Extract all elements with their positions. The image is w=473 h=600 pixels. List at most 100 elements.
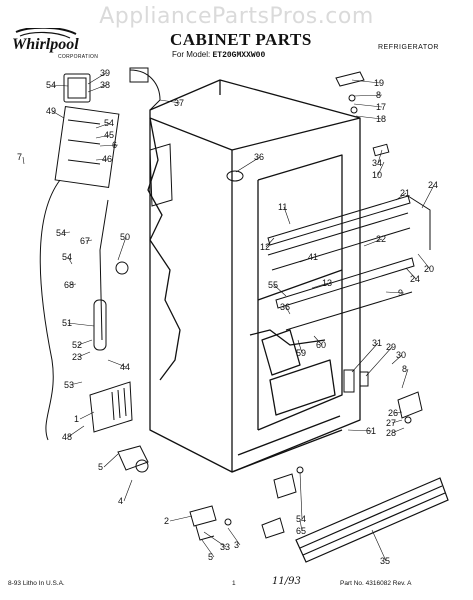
category-label: REFRIGERATOR (378, 44, 439, 51)
callout-37: 37 (174, 98, 184, 108)
leader-line (95, 122, 111, 129)
callout-30: 30 (396, 350, 406, 360)
leader-line (95, 134, 111, 139)
footer-litho: 8-93 Litho In U.S.A. (8, 580, 65, 587)
leader-line (363, 238, 383, 247)
leader-line (371, 529, 387, 562)
leader-line (351, 79, 381, 84)
leader-line (273, 284, 287, 297)
callout-60: 60 (316, 340, 326, 350)
compressor-panel (89, 381, 133, 433)
leader-line (351, 342, 379, 373)
callout-2: 2 (164, 516, 169, 526)
callout-36: 36 (254, 152, 264, 162)
brand-name: Whirlpool (12, 36, 79, 53)
callout-44: 44 (120, 362, 130, 372)
control-box (54, 73, 120, 188)
callout-54: 54 (104, 118, 114, 128)
leader-line (103, 453, 119, 468)
leader-line (313, 335, 323, 346)
leader-line (69, 381, 83, 386)
leader-line (123, 479, 133, 502)
callout-68: 68 (64, 280, 74, 290)
callout-27: 27 (386, 418, 396, 428)
callout-13: 13 (322, 278, 332, 288)
callout-41: 41 (308, 252, 318, 262)
leader-line (79, 411, 95, 420)
callout-33: 33 (220, 542, 230, 552)
whirlpool-logo (15, 28, 77, 39)
callout-29: 29 (386, 342, 396, 352)
leader-line (61, 231, 71, 234)
callout-46: 46 (102, 154, 112, 164)
callout-49: 49 (46, 106, 56, 116)
leader-line (67, 256, 73, 265)
leader-line (87, 72, 107, 85)
cabinet-shell (147, 79, 361, 473)
thermostat-knob (149, 143, 244, 207)
leader-line (355, 115, 383, 120)
leader-line (22, 156, 25, 165)
bottom-right-hinge (343, 369, 423, 424)
leader-line (299, 256, 315, 263)
leader-line (299, 519, 303, 532)
callout-5: 5 (98, 462, 103, 472)
wiring-harness (39, 67, 161, 441)
leader-line (311, 282, 329, 289)
callout-20: 20 (424, 264, 434, 274)
callout-54: 54 (62, 252, 72, 262)
callout-numbers: 5439384974564637543619817183410111221242… (17, 68, 438, 566)
leader-line (391, 354, 403, 365)
callout-53: 53 (64, 380, 74, 390)
leader-line (87, 84, 107, 93)
callout-18: 18 (376, 114, 386, 124)
callout-59: 59 (296, 348, 306, 358)
leader-line (285, 306, 291, 315)
leader-line (169, 515, 193, 522)
callout-1: 1 (74, 414, 79, 424)
leader-line (77, 339, 93, 346)
callout-6: 6 (112, 140, 117, 150)
leader-line (51, 84, 69, 87)
callout-34: 34 (372, 158, 382, 168)
callout-26: 26 (388, 408, 398, 418)
callout-8: 8 (376, 90, 381, 100)
leader-line (69, 283, 77, 286)
lower-hinge-assembly (189, 505, 232, 541)
callout-21: 21 (400, 188, 410, 198)
callout-39: 39 (100, 68, 110, 78)
callout-24: 24 (428, 180, 438, 190)
callout-36: 36 (280, 302, 290, 312)
leader-line (85, 239, 93, 242)
callout-31: 31 (372, 338, 382, 348)
callout-24: 24 (410, 274, 420, 284)
callout-19: 19 (374, 78, 384, 88)
callout-51: 51 (62, 318, 72, 328)
leader-line (159, 99, 181, 104)
callout-11: 11 (278, 202, 287, 212)
callout-12: 12 (260, 242, 270, 252)
leader-line (95, 158, 109, 161)
leader-line (385, 291, 405, 294)
callout-38: 38 (100, 80, 110, 90)
callout-28: 28 (386, 428, 396, 438)
handwritten-date: 11/93 (272, 576, 301, 587)
leader-line (107, 359, 127, 368)
brand-subtitle: CORPORATION (58, 54, 99, 60)
leader-line (417, 253, 431, 270)
footer-page: 1 (232, 580, 236, 587)
callout-54: 54 (46, 80, 56, 90)
callout-35: 35 (380, 556, 390, 566)
callout-52: 52 (72, 340, 82, 350)
callout-67: 67 (80, 236, 90, 246)
watermark: AppliancePartsPros.com (99, 4, 374, 29)
callout-4: 4 (118, 496, 123, 506)
leader-line (67, 425, 85, 438)
callout-8: 8 (402, 364, 407, 374)
leader-line (353, 103, 383, 108)
leader-line (297, 339, 303, 354)
leader-line (393, 411, 403, 414)
leader-line (405, 267, 417, 280)
leader-line (77, 351, 91, 358)
